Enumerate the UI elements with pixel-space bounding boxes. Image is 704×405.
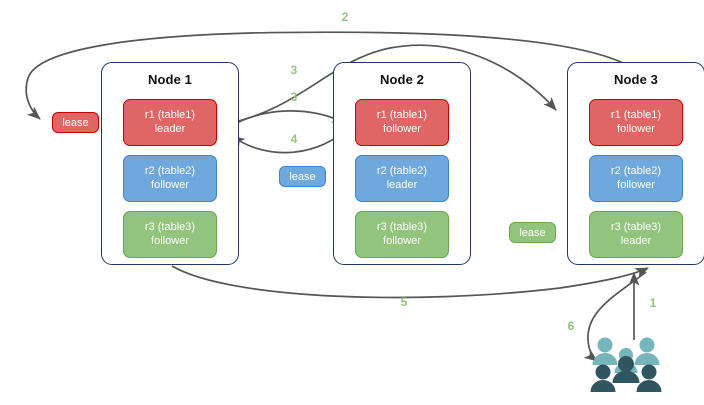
- range-role: follower: [151, 178, 189, 191]
- range-r2[interactable]: r2 (table2) leader: [355, 155, 449, 202]
- lease-label: lease: [62, 116, 89, 129]
- users-icon: [590, 334, 662, 396]
- range-role: follower: [151, 234, 189, 247]
- range-name: r2 (table2): [610, 165, 662, 177]
- range-name: r3 (table3): [376, 221, 428, 233]
- node-title: Node 1: [148, 72, 192, 87]
- step-label-2: 2: [341, 10, 349, 24]
- range-role: leader: [620, 234, 652, 247]
- step-label-4: 4: [290, 132, 298, 146]
- range-r3[interactable]: r3 (table3) leader: [589, 211, 683, 258]
- node-container-node3[interactable]: Node 3 r1 (table1) follower r2 (table2) …: [567, 62, 704, 265]
- lease-badge-r3[interactable]: lease: [509, 222, 556, 243]
- range-r1[interactable]: r1 (table1) follower: [355, 99, 449, 146]
- step-label-5: 5: [400, 295, 408, 309]
- step-label-3b: 3: [290, 90, 298, 104]
- step-label-3a: 3: [290, 63, 298, 77]
- node-title: Node 2: [380, 72, 424, 87]
- range-name: r2 (table2): [144, 165, 196, 177]
- edge-3b-path: [225, 110, 346, 130]
- lease-badge-r1[interactable]: lease: [52, 112, 99, 133]
- range-role: leader: [386, 178, 418, 191]
- range-r1[interactable]: r1 (table1) leader: [123, 99, 217, 146]
- range-r3[interactable]: r3 (table3) follower: [355, 211, 449, 258]
- range-role: follower: [617, 178, 655, 191]
- range-r1[interactable]: r1 (table1) follower: [589, 99, 683, 146]
- lease-badge-r2[interactable]: lease: [279, 166, 326, 187]
- range-r2[interactable]: r2 (table2) follower: [589, 155, 683, 202]
- range-name: r1 (table1): [610, 109, 662, 121]
- lease-label: lease: [519, 226, 546, 239]
- step-label-6: 6: [567, 319, 575, 333]
- step-label-1: 1: [649, 296, 657, 310]
- node-title: Node 3: [614, 72, 658, 87]
- lease-label: lease: [289, 170, 316, 183]
- range-role: follower: [617, 122, 655, 135]
- node-container-node1[interactable]: Node 1 r1 (table1) leader r2 (table2) fo…: [101, 62, 239, 265]
- edge-5-path: [171, 265, 649, 299]
- node-container-node2[interactable]: Node 2 r1 (table1) follower r2 (table2) …: [333, 62, 471, 265]
- range-role: follower: [383, 122, 421, 135]
- range-name: r3 (table3): [610, 221, 662, 233]
- range-name: r2 (table2): [376, 165, 428, 177]
- range-name: r1 (table1): [376, 109, 428, 121]
- range-name: r1 (table1): [144, 109, 196, 121]
- range-r2[interactable]: r2 (table2) follower: [123, 155, 217, 202]
- range-r3[interactable]: r3 (table3) follower: [123, 211, 217, 258]
- range-role: follower: [383, 234, 421, 247]
- range-role: leader: [154, 122, 186, 135]
- range-name: r3 (table3): [144, 221, 196, 233]
